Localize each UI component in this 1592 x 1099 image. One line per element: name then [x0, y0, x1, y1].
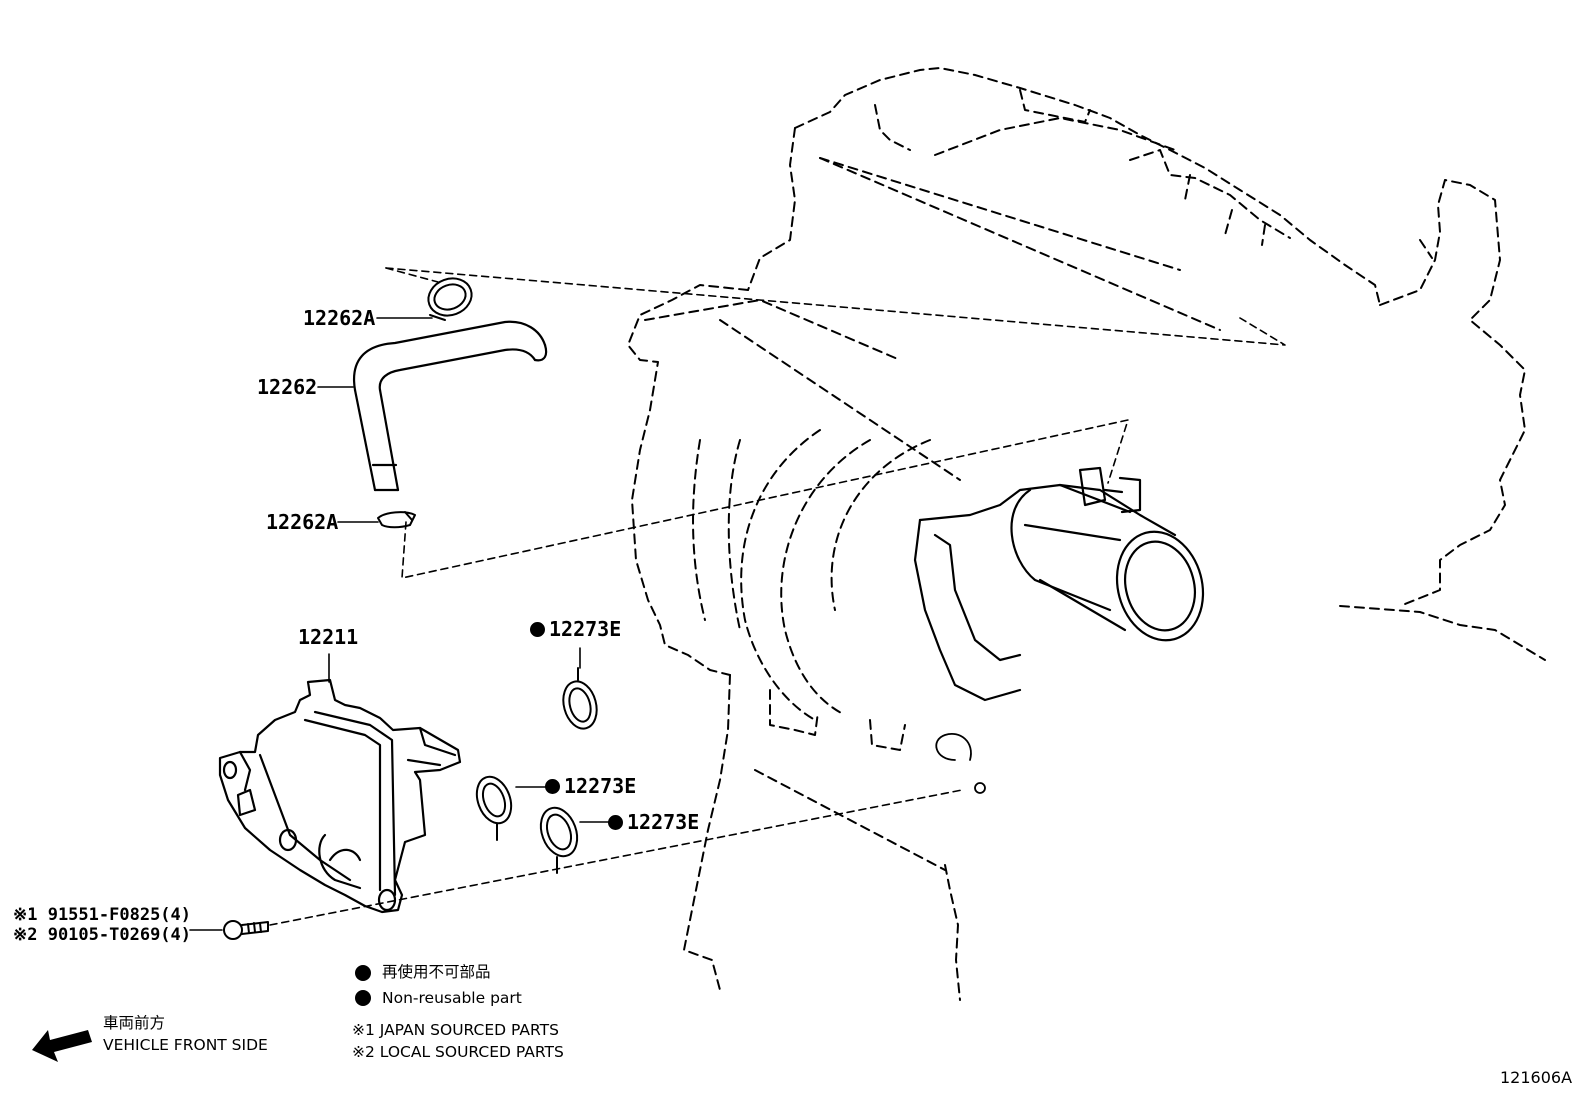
non-reusable-dot-icon — [530, 622, 545, 637]
gasket-low — [539, 806, 579, 874]
alignment-lines — [269, 267, 1286, 926]
label-gasket-top-text: 12273E — [549, 617, 622, 641]
legend-non-reusable-jp: 再使用不可部品 — [382, 963, 491, 981]
label-hose-clamp-upper: 12262A — [303, 306, 376, 330]
hose-clamp-upper — [427, 277, 473, 321]
label-bolt-line1: ※1 91551-F0825(4) — [13, 905, 192, 925]
label-gasket-mid-text: 12273E — [564, 774, 637, 798]
label-gasket-top: 12273E — [530, 619, 621, 639]
legend-dot-icon — [355, 990, 371, 1006]
label-gasket-mid: 12273E — [545, 776, 636, 796]
label-separator: 12211 — [298, 625, 359, 649]
label-hose: 12262 — [257, 375, 318, 399]
non-reusable-dot-icon — [608, 815, 623, 830]
label-hose-clamp-lower: 12262A — [266, 510, 339, 534]
note-japan-sourced: ※1 JAPAN SOURCED PARTS — [352, 1021, 559, 1039]
bolt — [223, 920, 269, 940]
label-gasket-low-text: 12273E — [627, 810, 700, 834]
water-outlet-housing — [913, 466, 1205, 702]
label-bolt-line2: ※2 90105-T0269(4) — [13, 925, 192, 945]
gasket-mid — [475, 775, 513, 841]
vehicle-front-arrow-icon — [32, 1030, 92, 1062]
front-side-en: VEHICLE FRONT SIDE — [103, 1036, 268, 1054]
note-local-sourced: ※2 LOCAL SOURCED PARTS — [352, 1043, 564, 1061]
oil-separator-12211 — [218, 678, 462, 914]
gasket-top — [562, 667, 598, 730]
leader-lines — [189, 317, 613, 931]
figure-id: 121606A — [1500, 1068, 1573, 1087]
legend-non-reusable-en: Non-reusable part — [382, 989, 522, 1007]
legend-dot-icon — [355, 965, 371, 981]
non-reusable-dot-icon — [545, 779, 560, 794]
block-ring-mark — [935, 733, 986, 794]
engine-phantom-outline — [627, 67, 1546, 1001]
hose-clamp-lower — [377, 511, 416, 529]
label-gasket-low: 12273E — [608, 812, 699, 832]
hose-12262 — [352, 320, 548, 492]
front-side-jp: 車両前方 — [103, 1014, 166, 1032]
